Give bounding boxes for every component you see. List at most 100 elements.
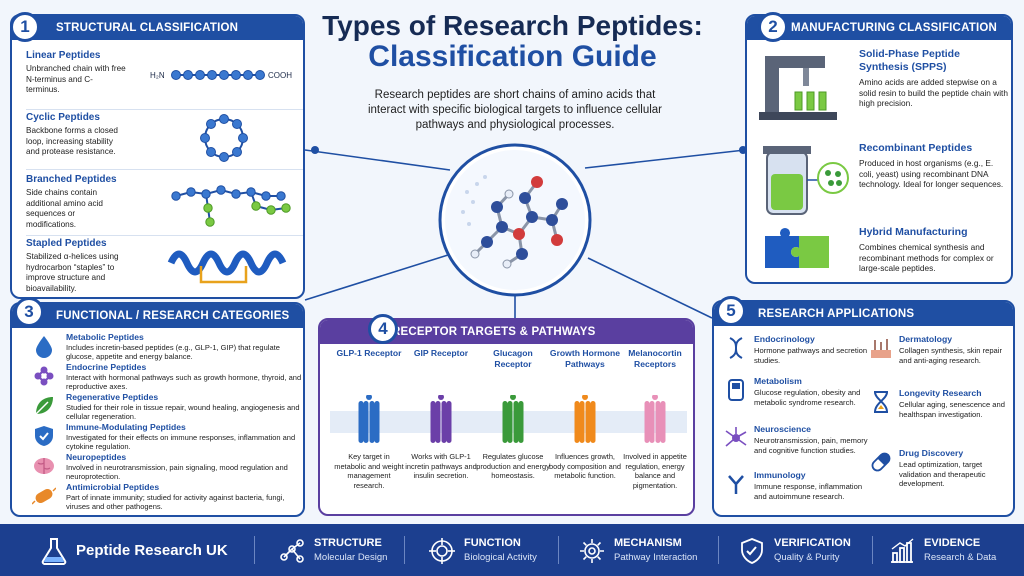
item-text: Amino acids are added stepwise on a soli…: [859, 77, 1008, 108]
intro-text: Research peptides are short chains of am…: [367, 89, 663, 131]
item-title: Neuroscience: [754, 424, 811, 434]
brand-name: Peptide Research UK: [76, 542, 228, 559]
item-text: Backbone forms a closed loop, increasing…: [26, 126, 118, 156]
item-title: Neuropeptides: [66, 452, 127, 462]
flask-icon: [41, 538, 67, 565]
hourglass-icon: [874, 391, 888, 413]
synthesizer-icon: [759, 56, 837, 120]
section-number-2: 2: [758, 12, 788, 42]
bacteria-icon: [32, 487, 56, 505]
footer-sub: Biological Activity: [464, 552, 537, 563]
receptor-title: Melanocortin Receptors: [628, 348, 682, 369]
item-text: Studied for their role in tissue repair,…: [66, 403, 300, 421]
brain-icon: [34, 458, 54, 474]
title-line-1: Types of Research Peptides:: [322, 10, 703, 41]
item-title: Longevity Research: [899, 388, 982, 398]
receptor-icon: [502, 395, 524, 443]
linear-peptides-item: Linear Peptides Unbranched chain with fr…: [26, 50, 303, 110]
recombinant-item: Recombinant Peptides Produced in host or…: [755, 142, 1011, 222]
bar-chart-icon: [891, 538, 914, 563]
receptor-title: GIP Receptor: [413, 348, 469, 358]
receptor-title: Glucagon Receptor: [493, 348, 533, 369]
gear-icon: [580, 539, 604, 563]
receptor-icon: [358, 395, 380, 443]
neuron-icon: [725, 427, 747, 447]
item-title: Dermatology: [899, 334, 953, 344]
section-number-1: 1: [10, 12, 40, 42]
footer-divider: [558, 536, 559, 564]
footer-label: VERIFICATION: [774, 537, 851, 549]
item-text: Hormone pathways and secretion studies.: [754, 346, 868, 365]
item-title: Solid-Phase Peptide Synthesis (SPPS): [859, 48, 960, 73]
receptor-text: Key target in metabolic and weight manag…: [334, 452, 404, 490]
shield-check-icon: [741, 538, 763, 564]
page-title: Types of Research Peptides: Classificati…: [320, 10, 705, 72]
footer-label: STRUCTURE: [314, 537, 382, 549]
item-text: Glucose regulation, obesity and metaboli…: [754, 388, 861, 407]
receptor-graphic-space: [404, 372, 478, 448]
item-text: Stabilized α-helices using hydrocarbon “…: [26, 252, 119, 293]
title-line-2: Classification Guide: [368, 40, 657, 73]
glucose-meter-icon: [728, 379, 744, 401]
item-title: Immunology: [754, 470, 806, 480]
functional-categories-panel: FUNCTIONAL / RESEARCH CATEGORIES Metabol…: [10, 302, 305, 517]
item-title: Cyclic Peptides: [26, 112, 100, 123]
panel-title: MANUFACTURING CLASSIFICATION: [747, 16, 1011, 40]
branched-peptides-item: Branched Peptides Side chains contain ad…: [26, 174, 303, 236]
skin-icon: [871, 339, 891, 358]
item-text: Combines chemical synthesis and recombin…: [859, 242, 994, 273]
footer-bar: Peptide Research UK STRUCTURE Molecular …: [0, 524, 1024, 576]
item-title: Antimicrobial Peptides: [66, 482, 160, 492]
item-title: Endocrine Peptides: [66, 362, 147, 372]
footer-divider: [254, 536, 255, 564]
network-icon: [280, 539, 304, 563]
item-title: Metabolism: [754, 376, 802, 386]
capsule-icon: [871, 452, 891, 472]
n-terminus-label: H₂N: [150, 71, 165, 80]
section-number-4: 4: [368, 314, 398, 344]
receptor-icon: [644, 395, 666, 443]
panel-title: STRUCTURAL CLASSIFICATION: [12, 16, 303, 40]
spps-item: Solid-Phase Peptide Synthesis (SPPS) Ami…: [755, 48, 1011, 128]
manufacturing-classification-panel: MANUFACTURING CLASSIFICATION Solid-Phase…: [745, 14, 1013, 284]
target-icon: [429, 538, 455, 564]
antibody-icon: [728, 475, 744, 494]
footer-divider: [404, 536, 405, 564]
shield-icon: [35, 426, 53, 446]
cyclic-peptides-item: Cyclic Peptides Backbone forms a closed …: [26, 112, 303, 170]
linear-chain-icon: H₂N COOH: [150, 70, 292, 80]
item-text: Cellular aging, senescence and healthspa…: [899, 400, 1005, 419]
molecule-icon: [34, 366, 54, 386]
receptor-title: Growth Hormone Pathways: [549, 348, 621, 369]
footer-sub: Quality & Purity: [774, 552, 840, 563]
item-title: Drug Discovery: [899, 448, 964, 458]
cell-membrane-icon: [330, 395, 687, 443]
receptor-title: GLP-1 Receptor: [336, 348, 402, 358]
hybrid-item: Hybrid Manufacturing Combines chemical s…: [755, 226, 1011, 282]
section-number-3: 3: [14, 297, 44, 327]
item-text: Side chains contain additional amino aci…: [26, 188, 103, 229]
bioreactor-icon: [763, 146, 849, 215]
footer-sub: Pathway Interaction: [614, 552, 698, 563]
footer-sub: Research & Data: [924, 552, 997, 563]
receptor-icon: [574, 395, 596, 443]
item-text: Investigated for their effects on immune…: [66, 433, 296, 451]
receptor-graphic-space: [618, 372, 692, 448]
item-title: Regenerative Peptides: [66, 392, 159, 402]
item-title: Linear Peptides: [26, 50, 101, 61]
receptor-text: Influences growth, body composition and …: [549, 452, 621, 480]
item-text: Neurotransmission, pain, memory and cogn…: [754, 436, 868, 455]
item-text: Produced in host organisms (e.g., E. col…: [859, 158, 1004, 189]
puzzle-icon: [765, 228, 829, 268]
footer-label: MECHANISM: [614, 537, 682, 549]
panel-title: FUNCTIONAL / RESEARCH CATEGORIES: [12, 304, 303, 328]
stapled-peptides-item: Stapled Peptides Stabilized α-helices us…: [26, 238, 303, 297]
